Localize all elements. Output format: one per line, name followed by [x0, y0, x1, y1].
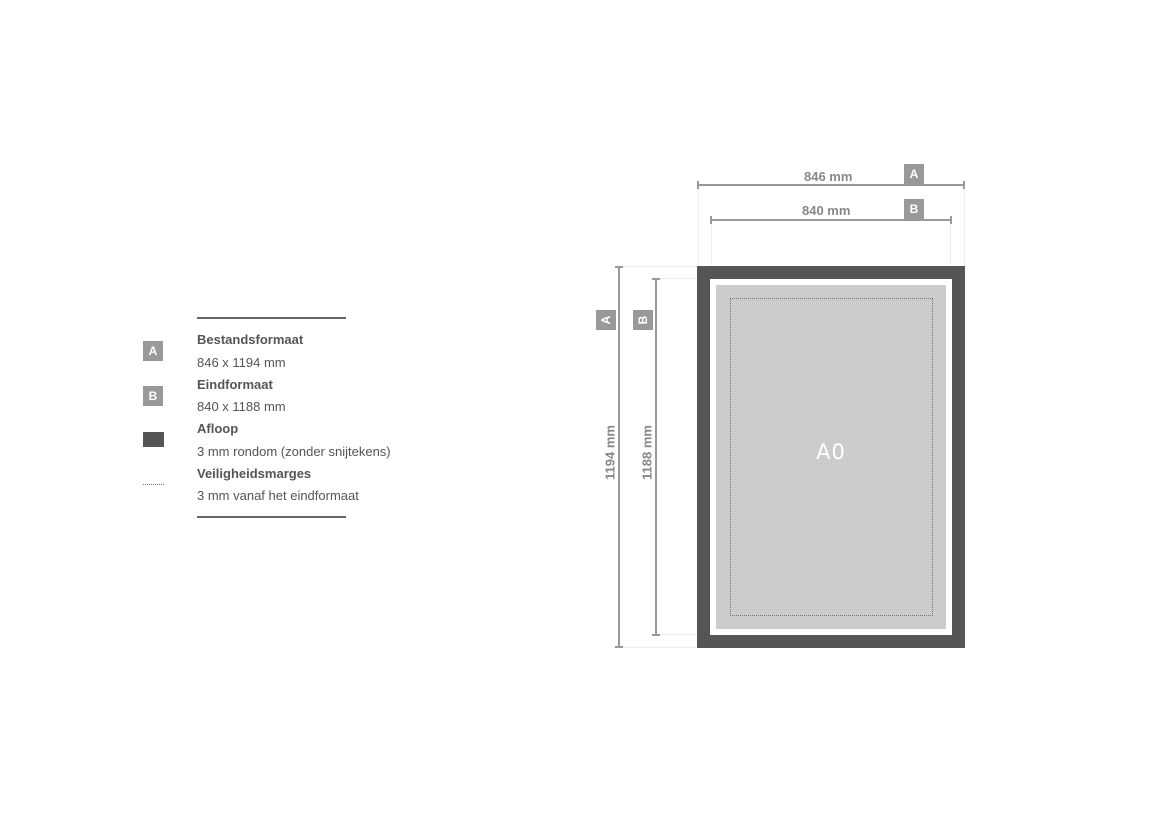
width-b-badge: B [904, 199, 924, 219]
height-b-label: 1188 mm [639, 425, 655, 480]
tick [963, 181, 965, 189]
height-b-line [655, 279, 657, 635]
guide-line [620, 647, 697, 648]
legend-title-bestandsformaat: Bestandsformaat [197, 332, 303, 347]
tick [652, 634, 660, 636]
height-a-badge: A [596, 310, 616, 330]
tick [615, 646, 623, 648]
legend-badge-b: B [143, 386, 163, 406]
width-a-label: 846 mm [804, 169, 853, 184]
guide-line [657, 278, 697, 279]
guide-line [657, 634, 697, 635]
legend-title: Eindformaat [197, 377, 273, 392]
tick [652, 278, 660, 280]
legend-title-eindformaat: Eindformaat [197, 377, 273, 392]
width-b-line [711, 219, 951, 221]
legend-desc-eindformaat: 840 x 1188 mm [197, 399, 286, 414]
height-a-line [618, 267, 620, 647]
legend-title: Afloop [197, 421, 239, 436]
bleed-swatch-icon [143, 432, 164, 447]
legend-desc-bestandsformaat: 846 x 1194 mm [197, 355, 286, 370]
legend-top-rule [197, 317, 346, 319]
width-a-line [698, 184, 964, 186]
legend-title-afloop: Afloop [197, 421, 238, 436]
badge-letter: A [599, 315, 613, 325]
badge-letter: B [636, 315, 650, 325]
format-label: A0 [816, 440, 846, 464]
legend-title-veiligheidsmarges: Veiligheidsmarges [197, 466, 311, 481]
guide-line [711, 220, 712, 279]
width-b-label: 840 mm [802, 203, 851, 218]
tick [710, 216, 712, 224]
content-area [716, 285, 946, 629]
guide-line [950, 220, 951, 279]
guide-line [620, 266, 697, 267]
width-a-badge: A [904, 164, 924, 184]
height-b-badge: B [633, 310, 653, 330]
legend-title: Bestandsformaat [197, 332, 304, 347]
dotted-margin-icon [143, 484, 164, 485]
tick [615, 266, 623, 268]
tick [950, 216, 952, 224]
height-a-label: 1194 mm [602, 425, 618, 480]
legend-desc-veiligheidsmarges: 3 mm vanaf het eindformaat [197, 488, 359, 503]
guide-line [964, 186, 965, 266]
legend-bottom-rule [197, 516, 346, 518]
legend-badge-a: A [143, 341, 163, 361]
legend-title: Veiligheidsmarges [197, 466, 312, 481]
guide-line [698, 186, 699, 266]
tick [697, 181, 699, 189]
legend-desc-afloop: 3 mm rondom (zonder snijtekens) [197, 444, 391, 459]
safety-margin [730, 298, 933, 616]
